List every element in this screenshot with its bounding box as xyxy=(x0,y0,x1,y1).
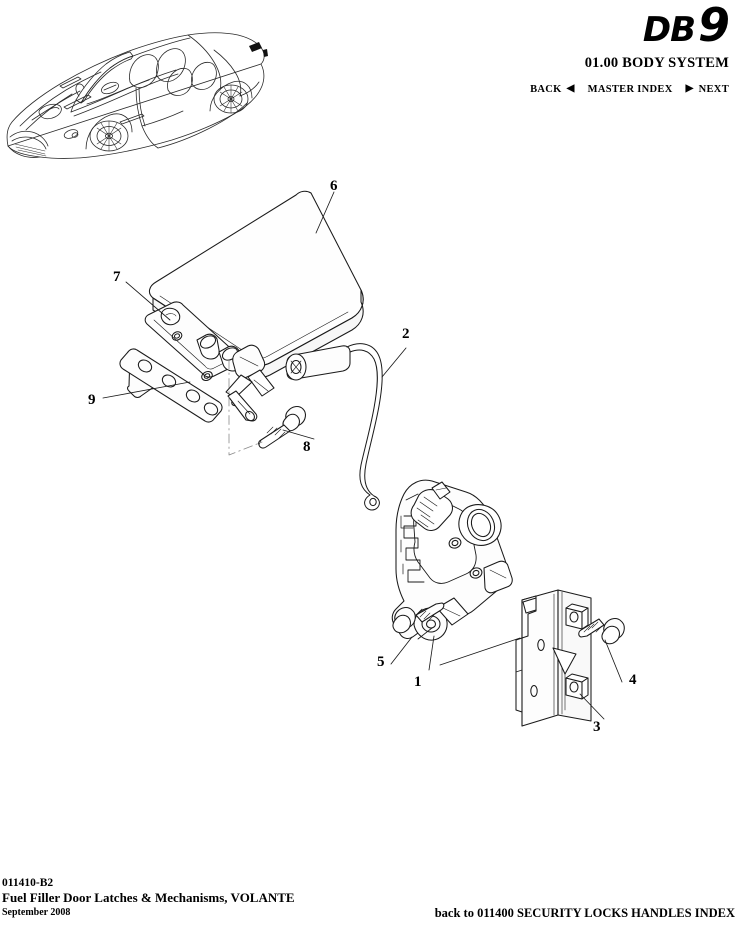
document-date: September 2008 xyxy=(2,907,71,918)
part-latch-retaining-bolt-left xyxy=(392,602,445,634)
footer-left-block: 011410-B2 Fuel Filler Door Latches & Mec… xyxy=(2,876,295,920)
assembly-alignment-line xyxy=(228,359,263,456)
callout-2: 2 xyxy=(402,326,410,342)
leader-lines xyxy=(102,191,623,720)
navigation-bar: BACK ◀ MASTER INDEX ▶ NEXT xyxy=(349,83,729,95)
callout-4: 4 xyxy=(629,672,637,688)
system-title: 01.00 BODY SYSTEM xyxy=(584,55,729,71)
master-index-link[interactable]: MASTER INDEX xyxy=(587,84,673,95)
page-header: DB9 01.00 BODY SYSTEM BACK ◀ MASTER INDEX ▶… xyxy=(349,0,730,95)
callout-6: 6 xyxy=(330,178,338,194)
back-label: BACK xyxy=(530,84,562,95)
callout-7: 7 xyxy=(113,269,121,285)
part-hinge-retaining-bolt xyxy=(258,406,306,449)
callout-9: 9 xyxy=(88,392,96,408)
back-to-index-link[interactable]: back to 011400 SECURITY LOCKS HANDLES IN… xyxy=(434,906,735,920)
callout-3: 3 xyxy=(593,719,601,735)
exploded-parts-diagram xyxy=(102,190,625,727)
back-link[interactable]: BACK ◀ xyxy=(530,83,575,95)
part-fuel-filler-door-hinge xyxy=(144,301,275,422)
next-arrow-icon: ▶ xyxy=(685,83,694,94)
page-footer: 011410-B2 Fuel Filler Door Latches & Mec… xyxy=(0,858,737,920)
part-fuel-filler-door-release-cable xyxy=(285,343,383,511)
part-bracket-retaining-bolt-right xyxy=(578,618,625,645)
vehicle-thumbnail-image xyxy=(6,32,268,159)
document-code: 011410-B2 xyxy=(2,877,54,889)
next-link[interactable]: ▶ NEXT xyxy=(686,83,729,95)
logo-nine-text: 9 xyxy=(697,0,730,52)
callout-8: 8 xyxy=(303,439,311,455)
logo-db-text: DB xyxy=(642,10,696,50)
document-title: Fuel Filler Door Latches & Mechanisms, V… xyxy=(2,890,295,905)
next-label: NEXT xyxy=(698,84,729,95)
callout-5: 5 xyxy=(377,654,385,670)
back-arrow-icon: ◀ xyxy=(566,83,575,94)
part-latch-mounting-bracket xyxy=(515,589,592,727)
db9-logo: DB9 xyxy=(349,0,730,50)
callout-1: 1 xyxy=(414,674,422,690)
part-fuel-filler-door-latch-actuator xyxy=(391,479,513,641)
